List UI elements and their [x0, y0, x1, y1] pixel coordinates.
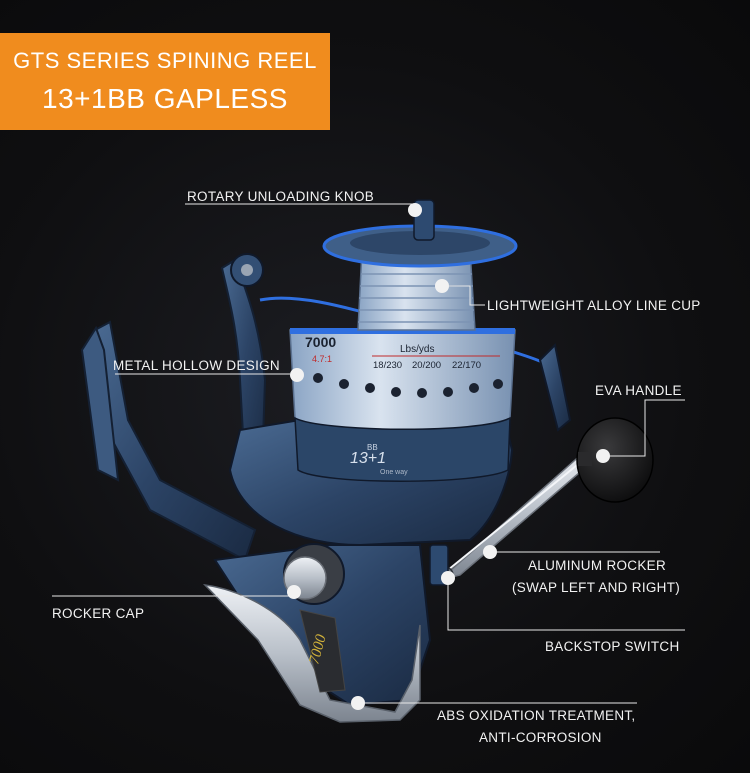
bail-arm-right	[538, 342, 572, 432]
badge-sub-text: One way	[380, 469, 408, 476]
silver-guard	[202, 583, 421, 723]
body-model-text: 7000	[306, 632, 329, 666]
badge-main-text: 13+1	[350, 450, 386, 467]
leader-backstop-switch	[447, 580, 685, 631]
spool-cap2-text: 20/200	[412, 360, 441, 371]
eva-handle-knob	[576, 417, 654, 503]
spool-base	[294, 416, 511, 482]
callout-dots	[287, 203, 610, 710]
spool-cap1-text: 18/230	[373, 360, 402, 371]
callout-eva-handle: EVA HANDLE	[595, 383, 682, 398]
spool-holes	[313, 373, 503, 398]
reel-foot-plate	[80, 325, 120, 482]
spool-ratio-text: 4.7:1	[312, 354, 332, 364]
callout-abs-note: ANTI-CORROSION	[479, 730, 602, 745]
callout-backstop-switch: BACKSTOP SWITCH	[545, 639, 680, 654]
callout-rotary-knob: ROTARY UNLOADING KNOB	[187, 189, 375, 204]
leader-eva-handle	[603, 399, 685, 457]
leader-line-cup	[442, 285, 485, 306]
callout-metal-hollow: METAL HOLLOW DESIGN	[113, 358, 280, 373]
banner-subtitle: 13+1BB GAPLESS	[42, 83, 288, 114]
callout-rocker-cap: ROCKER CAP	[52, 606, 145, 621]
reel-foot	[93, 320, 257, 562]
callout-abs: ABS OXIDATION TREATMENT,	[437, 708, 636, 723]
callout-line-cup: LIGHTWEIGHT ALLOY LINE CUP	[487, 298, 701, 313]
callout-aluminum-rocker: ALUMINUM ROCKER	[528, 558, 667, 573]
badge-top-text: BB	[367, 443, 378, 452]
spool-unit-text: Lbs/yds	[400, 344, 434, 355]
spool-cap3-text: 22/170	[452, 360, 481, 371]
spool-model-text: 7000	[305, 334, 336, 350]
banner-title: GTS SERIES SPINING REEL	[13, 48, 317, 73]
title-banner: GTS SERIES SPINING REEL 13+1BB GAPLESS	[0, 33, 330, 130]
callout-aluminum-rocker-note: (SWAP LEFT AND RIGHT)	[512, 580, 681, 595]
